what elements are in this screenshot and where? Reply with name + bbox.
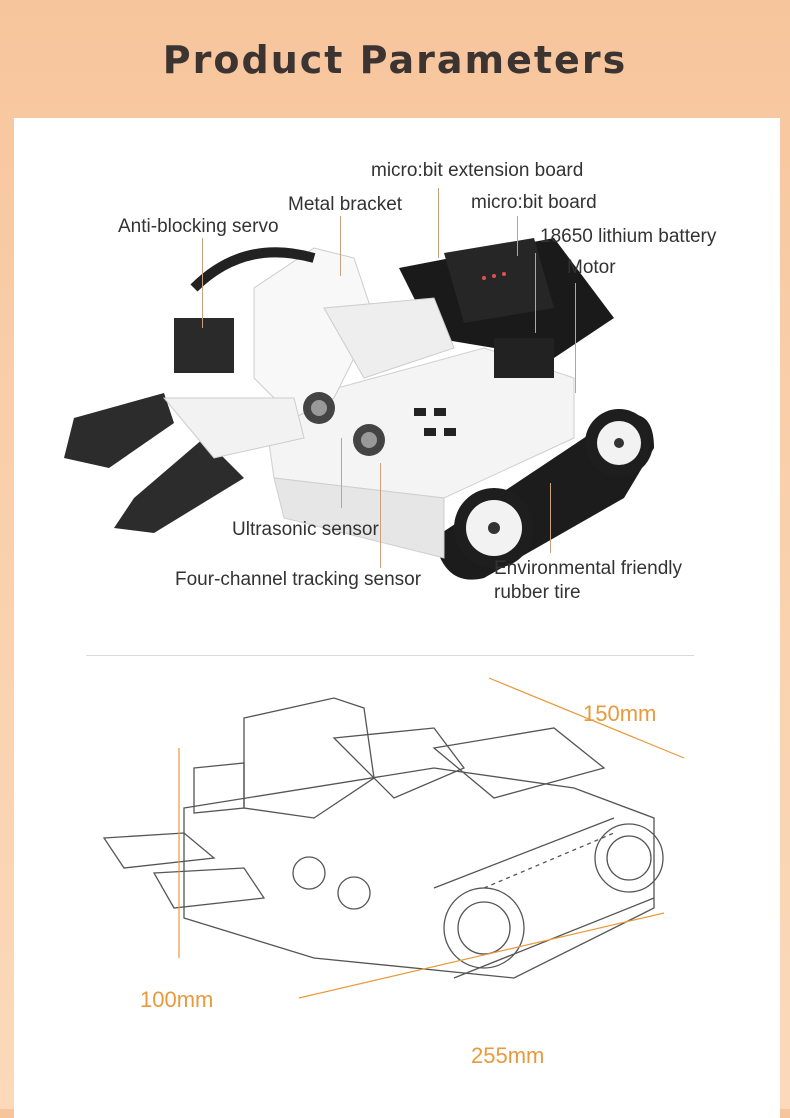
dimension-width: 150mm: [583, 701, 657, 726]
length-dimension-line: [298, 912, 665, 999]
leader-extension-board: [438, 188, 439, 258]
label-metal-bracket: Metal bracket: [288, 194, 403, 215]
leader-battery: [535, 253, 536, 333]
content-panel: micro:bit extension board Metal bracket …: [14, 118, 780, 1118]
header-band: Product Parameters: [0, 0, 790, 118]
label-ultrasonic: Ultrasonic sensor: [232, 519, 379, 540]
dimension-length: 255mm: [471, 1043, 545, 1068]
label-tire-line1: Environmental friendly: [494, 558, 682, 579]
leader-motor: [575, 283, 576, 393]
robot-line-drawing: [102, 677, 685, 999]
electronics-stack: [399, 238, 614, 378]
gripper: [64, 393, 305, 533]
servo-shape: [174, 318, 234, 373]
robot-photo-illustration: [64, 238, 654, 580]
leader-metal-bracket: [340, 216, 341, 276]
label-motor: Motor: [567, 257, 616, 278]
label-battery: 18650 lithium battery: [540, 226, 717, 247]
leader-tracking: [380, 463, 381, 568]
label-extension-board: micro:bit extension board: [371, 160, 584, 181]
leader-ultrasonic: [341, 438, 342, 508]
track-assembly: [434, 409, 654, 580]
page-title: Product Parameters: [162, 38, 628, 82]
width-dimension-line: [488, 677, 685, 759]
leader-microbit-board: [517, 216, 518, 256]
arm-bracket: [174, 247, 455, 419]
ultrasonic-sensor-shape: [303, 392, 385, 456]
label-tire-line2: rubber tire: [494, 582, 581, 603]
outline-drawing: [102, 697, 664, 979]
leader-tire: [550, 483, 551, 553]
section-divider: [86, 655, 694, 656]
label-servo: Anti-blocking servo: [118, 216, 279, 237]
label-tracking: Four-channel tracking sensor: [175, 569, 422, 590]
dimension-height: 100mm: [140, 987, 214, 1012]
leader-servo: [202, 238, 203, 328]
label-microbit-board: micro:bit board: [471, 192, 597, 213]
